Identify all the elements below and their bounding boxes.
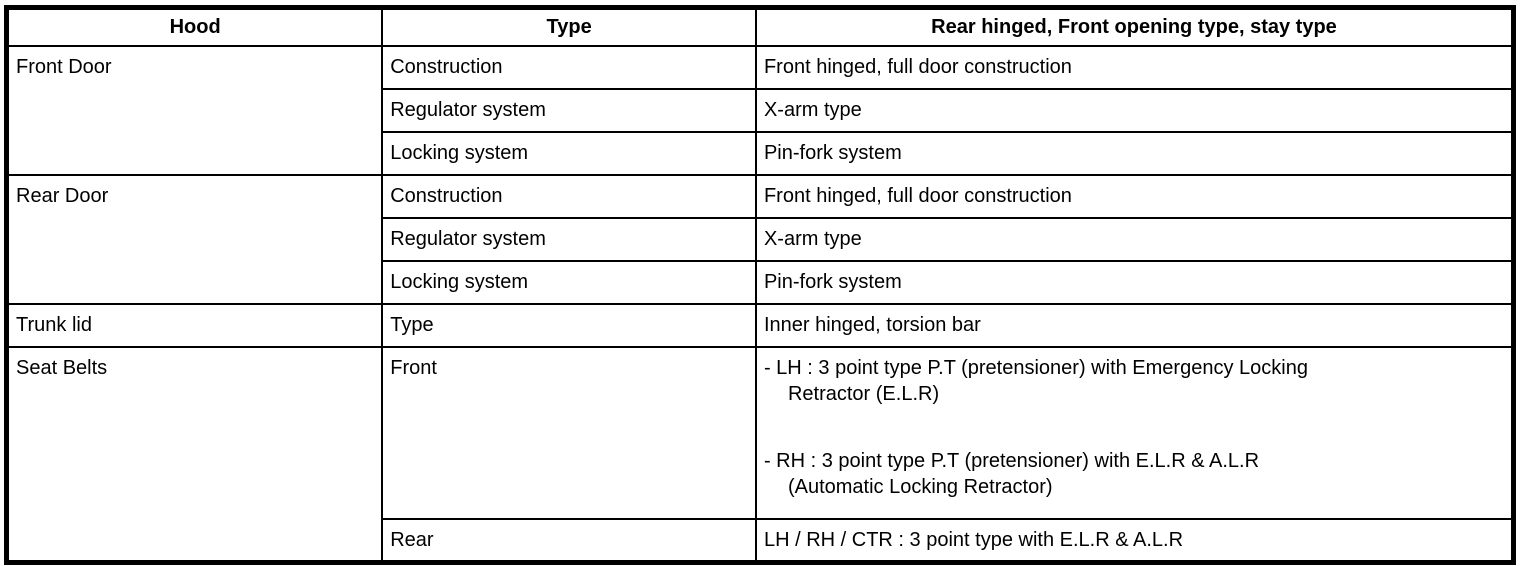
group-label-seat-belts: Seat Belts <box>5 345 384 563</box>
table-row: Rear Door Construction Front hinged, ful… <box>5 173 1515 305</box>
table-row: Seat Belts Front - LH : 3 point type P.T… <box>5 345 1515 563</box>
specifications-table: Hood Type Rear hinged, Front opening typ… <box>4 5 1516 565</box>
value-cell: Front hinged, full door construction <box>754 173 1515 219</box>
type-cell: Construction <box>381 44 757 90</box>
type-cell: Front <box>381 345 757 520</box>
group-label-front-door: Front Door <box>5 44 384 176</box>
type-cell: Rear <box>381 517 757 563</box>
table-row: Regulator system X-arm type <box>7 216 1515 262</box>
value-cell: LH / RH / CTR : 3 point type with E.L.R … <box>754 517 1515 563</box>
value-cell-front-belts: - LH : 3 point type P.T (pretensioner) w… <box>754 345 1515 520</box>
value-cell: Front hinged, full door construction <box>754 44 1515 90</box>
type-cell: Regulator system <box>381 216 757 262</box>
type-cell: Type <box>381 302 757 348</box>
type-cell: Regulator system <box>381 87 757 133</box>
type-cell: Locking system <box>381 259 757 305</box>
group-label-trunk-lid: Trunk lid <box>5 302 384 348</box>
value-cell: Pin-fork system <box>754 130 1515 176</box>
header-cell-hood: Hood <box>5 6 384 47</box>
table-row: Rear LH / RH / CTR : 3 point type with E… <box>7 517 1515 563</box>
type-cell: Locking system <box>381 130 757 176</box>
front-belt-lh-spec: - LH : 3 point type P.T (pretensioner) w… <box>763 356 1308 405</box>
value-cell: Inner hinged, torsion bar <box>754 302 1515 348</box>
table-row: Locking system Pin-fork system <box>7 259 1515 305</box>
header-row: Hood Type Rear hinged, Front opening typ… <box>5 6 1515 47</box>
header-cell-type: Type <box>381 6 757 47</box>
value-cell: X-arm type <box>754 87 1515 133</box>
table-row: Regulator system X-arm type <box>7 87 1515 133</box>
value-cell: Pin-fork system <box>754 259 1515 305</box>
group-label-rear-door: Rear Door <box>5 173 384 305</box>
type-cell: Construction <box>381 173 757 219</box>
header-cell-value: Rear hinged, Front opening type, stay ty… <box>754 6 1515 47</box>
table-row: Trunk lid Type Inner hinged, torsion bar <box>5 302 1515 348</box>
table-row: Front Door Construction Front hinged, fu… <box>5 44 1515 176</box>
table-row: Locking system Pin-fork system <box>7 130 1515 176</box>
value-cell: X-arm type <box>754 216 1515 262</box>
front-belt-rh-spec: - RH : 3 point type P.T (pretensioner) w… <box>763 449 1260 498</box>
